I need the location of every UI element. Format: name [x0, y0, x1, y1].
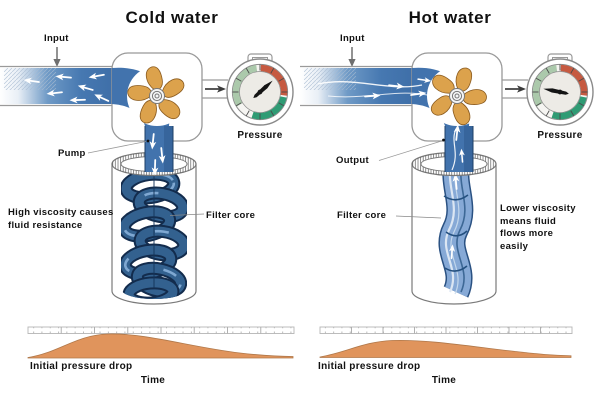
filter-canister — [411, 151, 497, 305]
pump-impeller-icon — [427, 64, 490, 127]
panel-title: Cold water — [125, 8, 219, 27]
curve-annotation: Initial pressure drop — [30, 361, 133, 372]
pressure-drop-curve — [27, 333, 294, 359]
pump-impeller-icon — [124, 64, 187, 127]
cold-diagram-graphic — [0, 47, 295, 359]
gauge-pipe — [202, 79, 228, 99]
pressure-drop-curve — [319, 339, 572, 358]
pressure-gauge — [226, 53, 294, 126]
input-arrow — [348, 47, 356, 67]
filter-core-label: Filter core — [337, 210, 387, 221]
filter-core-leader — [395, 215, 442, 219]
pressure-label: Pressure — [537, 130, 583, 141]
gauge-needle — [543, 88, 569, 95]
gauge-ticks — [532, 64, 588, 120]
fluid-stream — [438, 166, 474, 298]
ruler-scale — [319, 326, 573, 334]
pump-label: Pump — [58, 148, 86, 159]
gauge-needle — [253, 80, 273, 99]
pressure-gauge — [526, 53, 594, 126]
filter-core-label: Filter core — [206, 210, 256, 221]
input-arrow — [53, 47, 61, 67]
gauge-ticks — [232, 64, 288, 120]
laminar-flow-arrows — [317, 75, 433, 101]
inlet-pipe — [0, 65, 113, 107]
cold-water-panel: Cold water Input Pump Pressure High visc… — [0, 8, 295, 386]
output-label: Output — [336, 155, 369, 166]
viscous-fluid-coils — [121, 167, 187, 299]
time-axis-label: Time — [140, 375, 166, 386]
viscosity-note: Lower viscosity means fluid flows more e… — [500, 203, 576, 252]
filter-core-leader — [169, 213, 205, 216]
hot-water-panel: Hot water Input Output Pressure Filter c… — [300, 0, 600, 400]
gauge-pipe — [502, 79, 528, 99]
input-label: Input — [44, 33, 69, 44]
ruler-scale — [27, 326, 295, 334]
pressure-label: Pressure — [237, 130, 283, 141]
viscosity-note: High viscosity causes fluid resistance — [8, 207, 114, 231]
curve-annotation: Initial pressure drop — [318, 361, 421, 372]
pump-outlet-pipe — [87, 126, 174, 177]
output-pipe — [378, 123, 474, 172]
panel-title: Hot water — [408, 8, 492, 27]
time-axis-label: Time — [431, 375, 457, 386]
hot-diagram-graphic — [300, 47, 594, 358]
input-label: Input — [340, 33, 365, 44]
filter-canister — [111, 151, 197, 305]
